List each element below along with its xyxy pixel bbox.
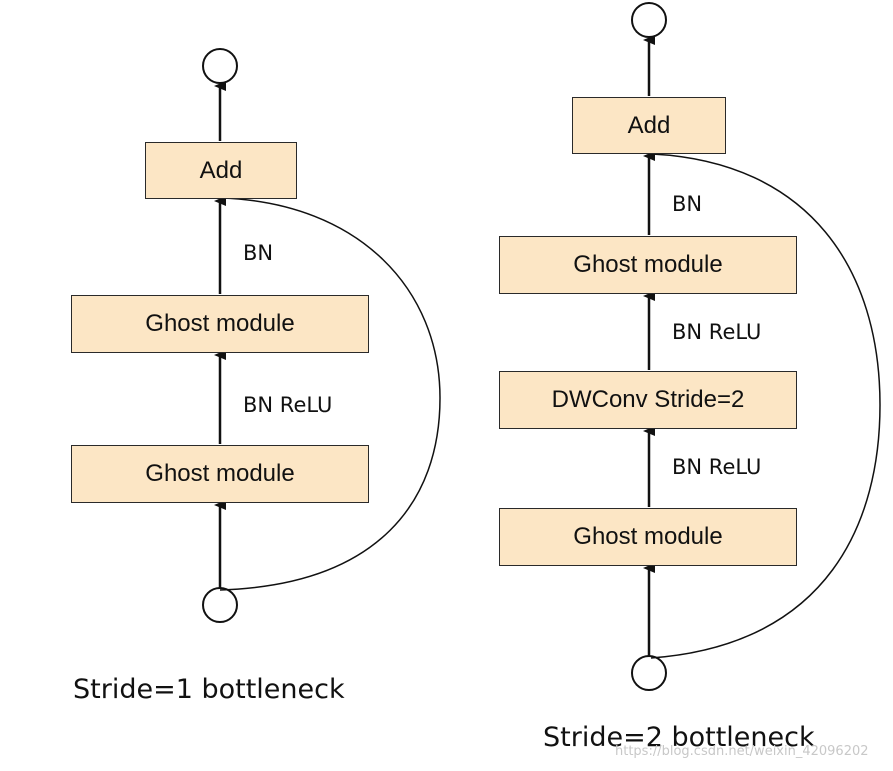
left-ghost-module-top: Ghost module [71, 295, 369, 353]
right-bn-label: BN [672, 192, 703, 216]
left-ghost-module-bottom: Ghost module [71, 445, 369, 503]
right-output-node [631, 2, 667, 38]
right-ghost-module-top: Ghost module [499, 236, 797, 294]
left-output-node [202, 48, 238, 84]
left-input-node [202, 587, 238, 623]
right-bn-relu-label-lower: BN ReLU [672, 455, 762, 479]
left-bn-relu-label: BN ReLU [243, 393, 333, 417]
right-input-node [631, 655, 667, 691]
right-ghost-module-bottom: Ghost module [499, 508, 797, 566]
watermark: https://blog.csdn.net/weixin_42096202 [615, 744, 869, 759]
right-caption: Stride=2 bottleneck [543, 722, 815, 753]
left-add-box: Add [145, 142, 297, 199]
left-caption: Stride=1 bottleneck [73, 674, 345, 705]
left-skip-connection [219, 197, 441, 591]
right-add-box: Add [572, 97, 726, 154]
left-bn-label: BN [243, 241, 274, 265]
right-skip-connection [650, 153, 881, 659]
right-bn-relu-label-upper: BN ReLU [672, 320, 762, 344]
right-dwconv-box: DWConv Stride=2 [499, 371, 797, 429]
